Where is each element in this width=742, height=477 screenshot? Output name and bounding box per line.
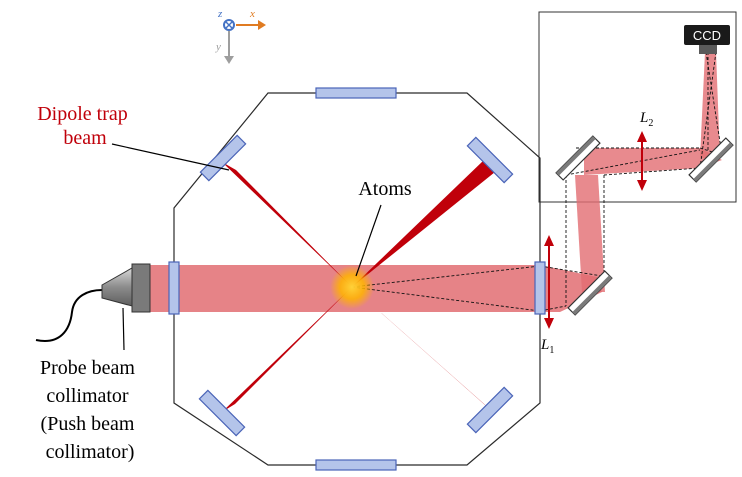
x-axis-head xyxy=(258,20,266,30)
probe-label-line3: (Push beam xyxy=(41,413,135,435)
imaging-beam-vertical xyxy=(575,175,605,292)
ccd-camera: CCD xyxy=(684,25,730,54)
window-lower-left xyxy=(198,389,246,437)
probe-label-line4: collimator) xyxy=(46,441,135,463)
dipole-trap-label-line1: Dipole trap xyxy=(37,103,128,125)
coordinate-axes: z x y xyxy=(215,8,266,64)
axis-label-x: x xyxy=(249,8,255,20)
imaging-beam-horizontal xyxy=(584,148,722,175)
dipole-trap-beams xyxy=(222,160,495,413)
dipole-trap-label-line2: beam xyxy=(63,127,107,149)
probe-pointer xyxy=(122,307,125,351)
window-top xyxy=(315,87,397,99)
annotation-pointers xyxy=(111,143,382,351)
dipole-beam-lower-left xyxy=(222,287,352,412)
lens-l1 xyxy=(544,235,554,329)
dipole-beam-upper-left xyxy=(222,162,352,287)
lens-l2-main: L xyxy=(639,110,648,126)
window-left xyxy=(168,261,180,315)
imaging-inset-frame xyxy=(538,11,737,203)
axis-label-y: y xyxy=(215,41,221,53)
mirror-lower xyxy=(567,270,613,316)
lens-l2-label: L2 xyxy=(639,110,653,129)
window-upper-right xyxy=(466,136,514,184)
imaging-mirrors xyxy=(555,135,734,316)
window-upper-left xyxy=(199,134,247,182)
lens-l2-sub: 2 xyxy=(648,118,653,129)
dipole-trap-label: Dipole trap beam xyxy=(37,103,133,149)
ccd-lens-mount xyxy=(699,45,717,54)
collimator-cable xyxy=(35,289,103,342)
axis-label-z: z xyxy=(217,8,223,20)
ccd-label: CCD xyxy=(693,28,721,43)
window-right xyxy=(534,261,546,315)
probe-label-line2: collimator xyxy=(46,385,129,407)
lens-l1-main: L xyxy=(540,337,549,353)
lens-l1-sub: 1 xyxy=(549,345,554,356)
probe-collimator xyxy=(35,263,151,342)
imaging-beam-to-ccd xyxy=(700,52,720,158)
chamber-windows xyxy=(168,87,546,471)
ccd-body xyxy=(684,25,730,45)
probe-collimator-label: Probe beam collimator (Push beam collima… xyxy=(40,357,140,463)
lens-l1-label: L1 xyxy=(540,337,554,356)
y-axis-head xyxy=(224,56,234,64)
collimator-body xyxy=(131,263,151,313)
atoms-pointer xyxy=(355,204,382,277)
ray-trace-lines xyxy=(351,51,723,312)
atoms-label: Atoms xyxy=(358,178,412,200)
mirror-upper-left xyxy=(555,135,601,181)
window-lower-right xyxy=(466,386,514,434)
atom-cloud xyxy=(330,265,374,309)
window-bottom xyxy=(315,459,397,471)
dipole-beam-upper-right xyxy=(352,160,495,287)
mirror-upper-right xyxy=(688,137,734,183)
dipole-beam-lower-right xyxy=(352,287,494,413)
collimator-cone xyxy=(101,267,133,307)
lens-l2 xyxy=(637,131,647,191)
dipole-pointer xyxy=(111,143,230,171)
probe-label-line1: Probe beam xyxy=(40,357,135,379)
